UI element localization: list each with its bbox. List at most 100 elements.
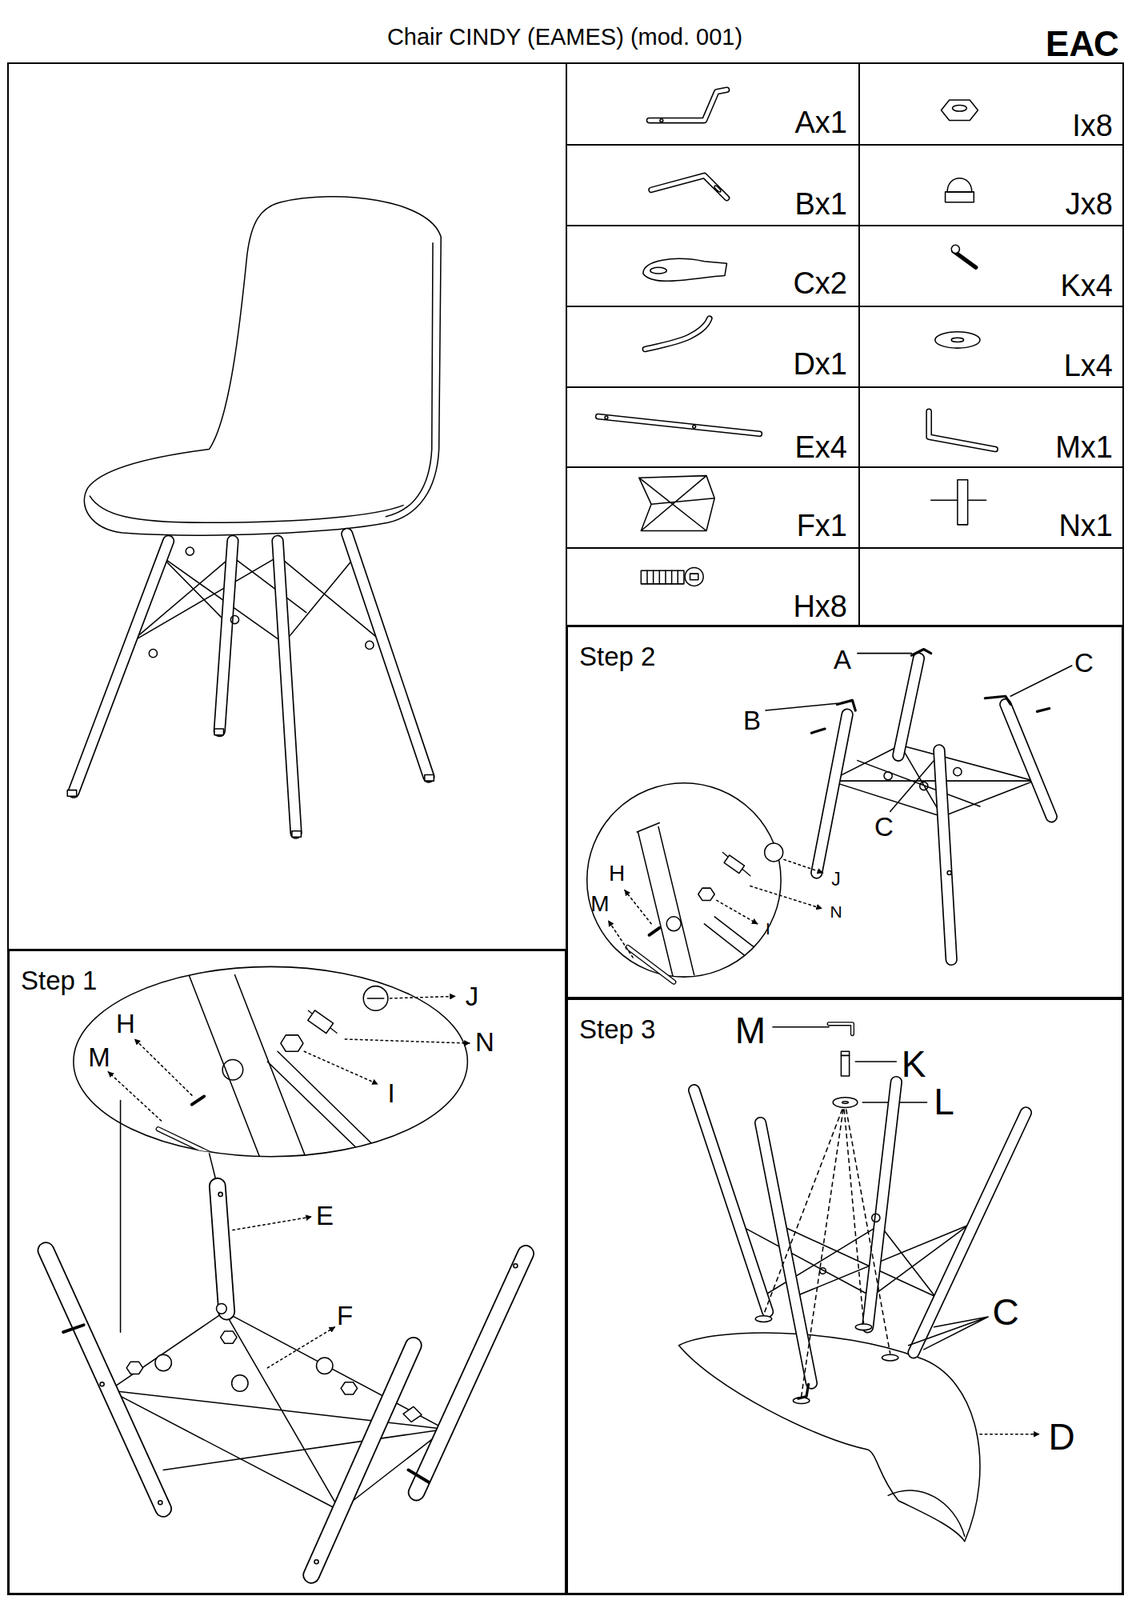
part-icons [928,411,996,449]
step3-drawing [855,1324,872,1331]
step3-drawing [840,1055,849,1057]
sheet-frame [566,305,1124,308]
step1-drawing [134,1039,192,1096]
part-icons [649,89,728,120]
step2-drawing [636,822,660,832]
step1-drawing [63,1324,84,1332]
step2-drawing [587,783,781,977]
step2-drawing [939,750,952,960]
step2-drawing [765,703,837,711]
step3-drawing [755,1316,772,1323]
step2-drawing [898,658,920,756]
step2-drawing [920,781,928,790]
step2-drawing [1005,704,1052,816]
step-heading: Step 3 [579,1016,656,1043]
part-callout: C [1074,649,1094,676]
step1-drawing [344,1039,470,1044]
part-icons [951,244,960,253]
step2-drawing [636,822,786,980]
step2-drawing [984,696,1011,704]
step2-drawing [624,890,652,924]
step2-drawing [947,870,952,875]
step2-drawing [857,652,912,655]
step2-drawing [1010,665,1072,696]
part-callout: H [608,862,625,885]
part-icons [650,267,667,274]
step-heading: Step 1 [20,967,97,994]
part-count: Mx1 [1055,432,1113,463]
part-count: Hx8 [792,591,848,622]
part-icons [947,178,972,192]
step-panel: Step 3 [566,998,1124,1595]
step1-drawing [416,1253,527,1493]
sheet-frame [858,63,860,626]
step2-drawing [890,760,935,812]
step3-drawing [679,1024,1040,1542]
part-callout: H [116,1010,136,1037]
chair-drawing [385,243,433,517]
part-icons [957,480,968,525]
chair-drawing [67,196,441,838]
part-callout: L [933,1083,955,1120]
step1-drawing [120,1100,218,1333]
part-icons [643,258,728,281]
part-icons [951,337,964,342]
step2-drawing [666,916,681,932]
step1-drawing [367,997,384,1000]
step2-drawing [628,947,674,982]
part-icons [649,89,728,120]
step1-drawing [218,1192,223,1196]
chair-drawing [347,533,429,777]
step3-drawing [772,1026,829,1028]
step3-drawing [868,1082,897,1328]
step1-drawing [220,1331,237,1344]
part-callout: E [316,1202,334,1229]
chair-drawing [84,196,441,536]
chair-drawing [89,496,404,523]
part-count: Dx1 [792,348,848,380]
part-count: Fx1 [796,510,848,541]
part-callout: N [475,1028,495,1056]
step1-drawing [308,1010,337,1033]
step2-drawing [939,750,952,960]
chair-drawing [230,615,239,624]
chair-drawing [67,790,76,797]
step2-drawing [816,714,848,873]
step1-drawing [158,1128,232,1164]
chair-drawing [277,540,296,833]
step3-drawing [760,1123,812,1384]
step2-drawing [704,916,786,980]
sheet-frame [566,144,1124,146]
chair-drawing [129,556,384,643]
chair-drawing [347,533,429,777]
sheet-frame [566,547,1124,549]
step2-drawing [628,947,674,982]
sheet-frame [566,386,1124,388]
chair-drawing [148,649,157,658]
step2-drawing [587,649,1072,983]
part-callout: J [465,983,480,1010]
part-callout: J [831,870,841,889]
step3-drawing [842,1101,849,1104]
part-icons [639,476,715,532]
sheet-frame [8,63,1124,1595]
step1-drawing [416,1253,527,1493]
step2-drawing [836,700,856,711]
step1-drawing [217,1186,227,1312]
step1-drawing [408,1469,429,1482]
part-count: Jx8 [1065,188,1113,220]
step1-drawing [267,1327,335,1368]
part-icons [647,570,678,584]
part-callout: C [992,1293,1019,1331]
step1-drawing [100,1382,104,1387]
step1-drawing [216,1303,228,1314]
part-count: Ix8 [1072,110,1113,141]
step2-drawing [750,886,822,909]
step2-drawing [953,768,962,776]
step2-drawing [649,928,660,936]
step1-drawing [316,1357,333,1374]
part-count: Nx1 [1058,510,1113,541]
step1-drawing [232,1216,312,1231]
step1-drawing [158,1128,232,1164]
part-icons [660,119,664,123]
